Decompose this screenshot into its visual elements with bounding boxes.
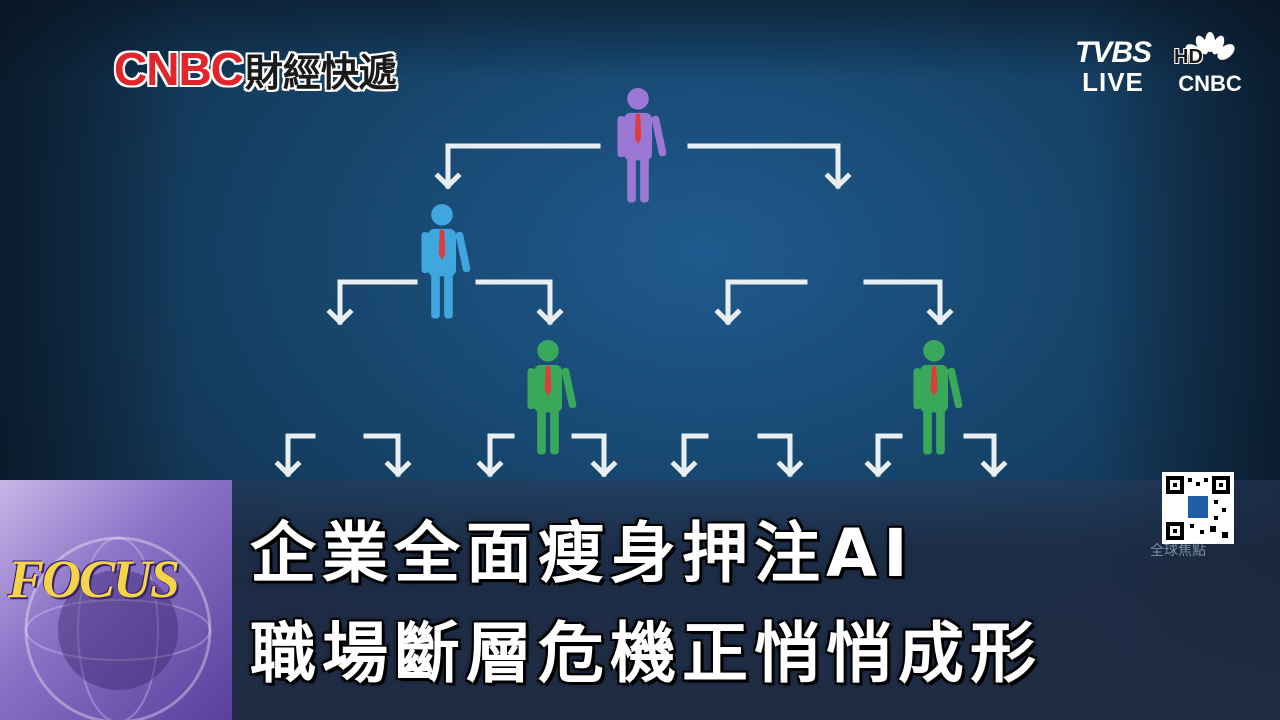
arrow-l1-left-head xyxy=(434,172,462,190)
cnbc-logo-text: CNBC xyxy=(114,43,244,95)
arrow-l1-right-head xyxy=(824,172,852,190)
arrow-l3-4-head xyxy=(670,460,698,478)
arrow-l3-6-head xyxy=(864,460,892,478)
cnbc-label: CNBC xyxy=(1178,71,1242,96)
arrow-l3-3 xyxy=(571,433,607,477)
arrow-l3-3-head xyxy=(590,460,618,478)
arrow-l2b-right-head xyxy=(926,308,954,326)
focus-logo-text: FOCUS xyxy=(8,549,180,609)
arrow-l3-0-head xyxy=(274,460,302,478)
arrow-l2b-right xyxy=(863,279,943,325)
manager-low-figure-right xyxy=(913,340,963,455)
arrow-l2a-left xyxy=(337,279,418,325)
tvbs-live-logo: TVBS LIVE xyxy=(1058,36,1168,97)
focus-badge-panel xyxy=(0,480,232,720)
top-vignette xyxy=(0,0,1280,80)
arrow-l1-right xyxy=(687,143,841,189)
program-watermark: 全球焦點 xyxy=(1150,543,1206,559)
arrow-l3-2 xyxy=(487,433,515,477)
cnbc-program-logo: CNBC 財經快遞 xyxy=(114,40,397,98)
tvbs-logo-text: TVBS xyxy=(1074,36,1152,69)
arrow-l1-left xyxy=(445,143,601,189)
program-name: 財經快遞 xyxy=(244,50,397,95)
arrow-l3-0 xyxy=(285,433,316,477)
qr-code-icon xyxy=(1166,476,1230,540)
headline-line-2: 職場斷層危機正悄悄成形 xyxy=(250,615,1042,692)
hd-label: HD xyxy=(1174,46,1203,68)
arrow-l3-1-head xyxy=(384,460,412,478)
live-label: LIVE xyxy=(1082,67,1144,97)
arrow-l3-1 xyxy=(363,433,401,477)
arrow-l3-5-head xyxy=(776,460,804,478)
arrow-l3-7 xyxy=(963,433,997,477)
qr-code xyxy=(1162,472,1234,544)
arrow-l2a-left-head xyxy=(326,308,354,326)
headline-line-1: 企業全面瘦身押注AI xyxy=(250,515,914,592)
peacock-icon xyxy=(1185,32,1235,60)
arrow-l3-5 xyxy=(757,433,793,477)
globe-icon xyxy=(24,536,212,720)
arrow-l3-4 xyxy=(681,433,709,477)
arrow-l3-2-head xyxy=(476,460,504,478)
arrow-l2b-left-head xyxy=(714,308,742,326)
manager-top-figure xyxy=(617,88,667,203)
arrow-l2a-right-head xyxy=(536,308,564,326)
arrow-l3-7-head xyxy=(980,460,1008,478)
arrow-l2b-left xyxy=(725,279,808,325)
headline-band xyxy=(232,480,1280,720)
arrow-l2a-right xyxy=(475,279,553,325)
arrow-l3-6 xyxy=(875,433,903,477)
manager-low-figure-left xyxy=(527,340,577,455)
manager-mid-figure xyxy=(421,204,471,319)
hd-cnbc-logo: HD CNBC xyxy=(1168,32,1252,97)
